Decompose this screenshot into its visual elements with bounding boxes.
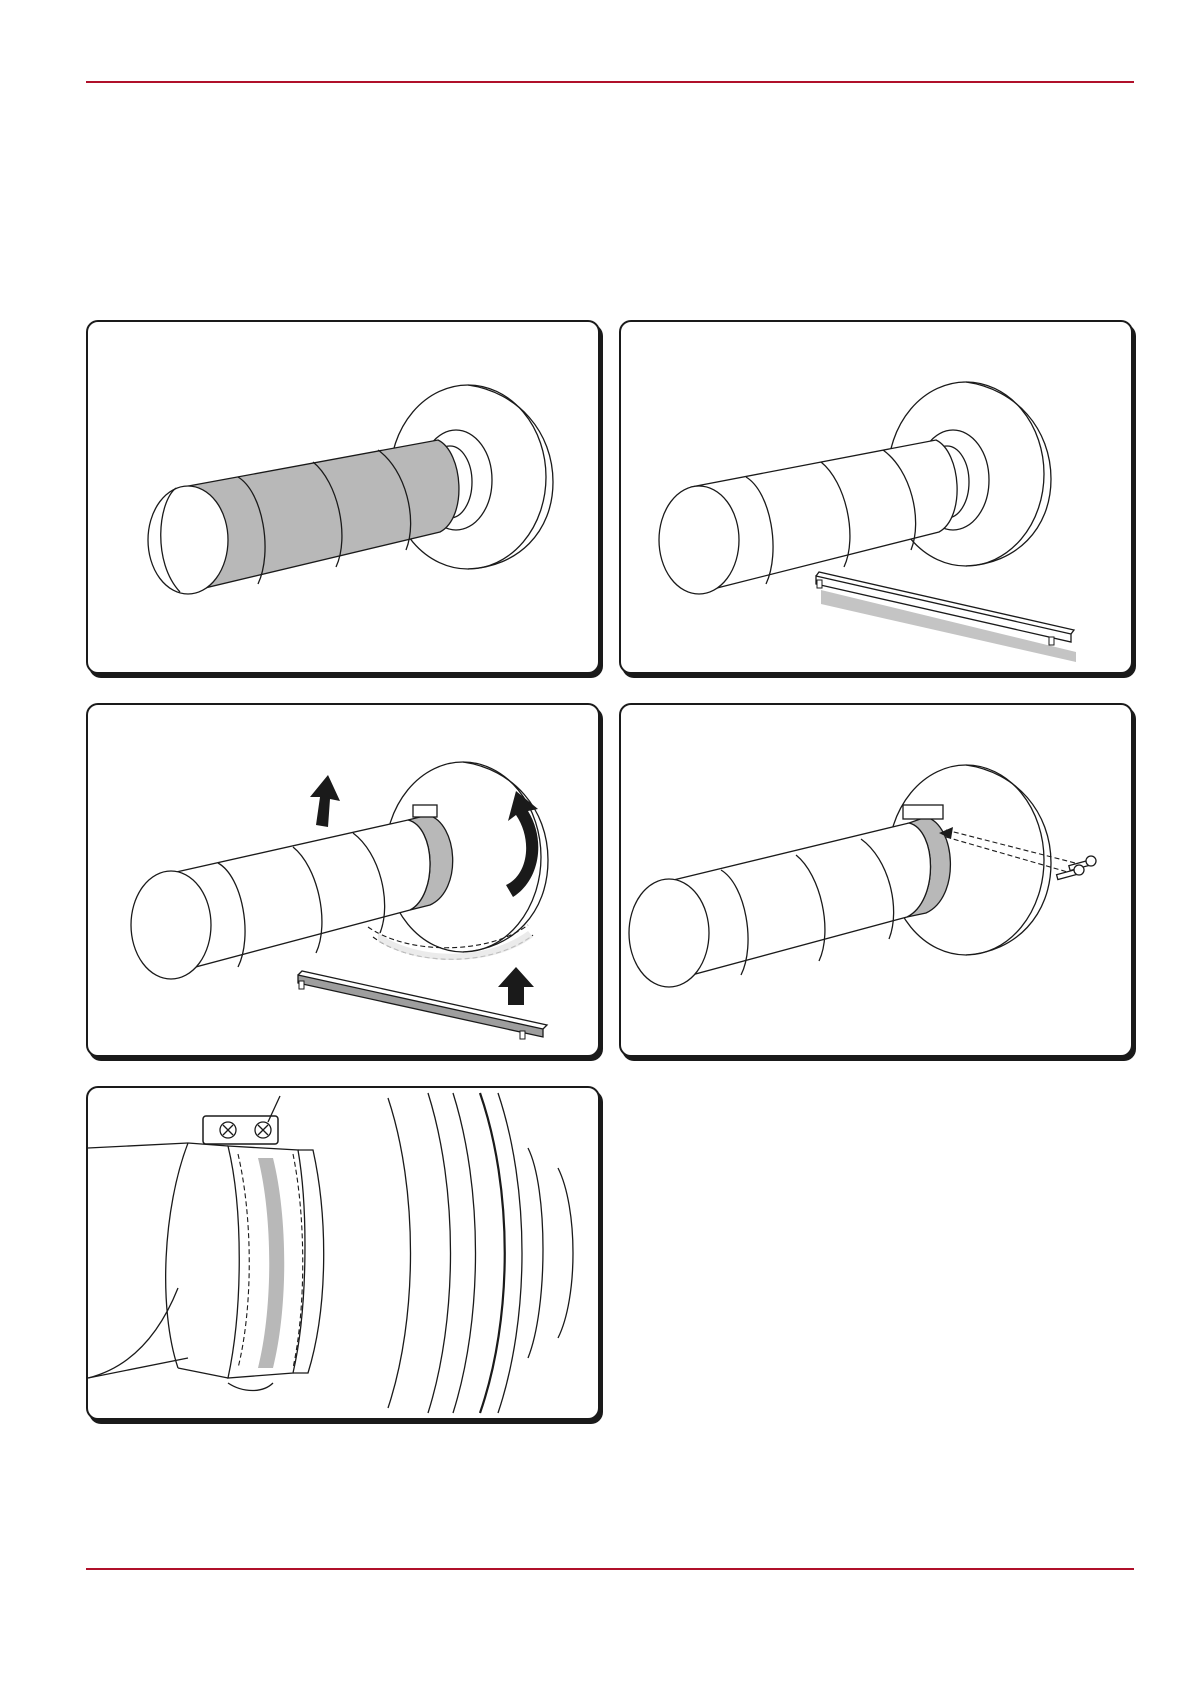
clamp-detail-icon (88, 1088, 598, 1418)
rotate-bracket-icon (88, 705, 598, 1055)
figure-panel-5 (86, 1086, 600, 1420)
taped-duct-icon (88, 322, 598, 672)
header-rule (86, 81, 1134, 83)
duct-with-bracket-icon (621, 322, 1131, 672)
figure-panel-1 (86, 320, 600, 674)
figure-panel-4 (619, 703, 1133, 1057)
figure-panel-3 (86, 703, 600, 1057)
figure-panel-2 (619, 320, 1133, 674)
insert-screws-icon (621, 705, 1131, 1055)
footer-rule (86, 1568, 1134, 1570)
